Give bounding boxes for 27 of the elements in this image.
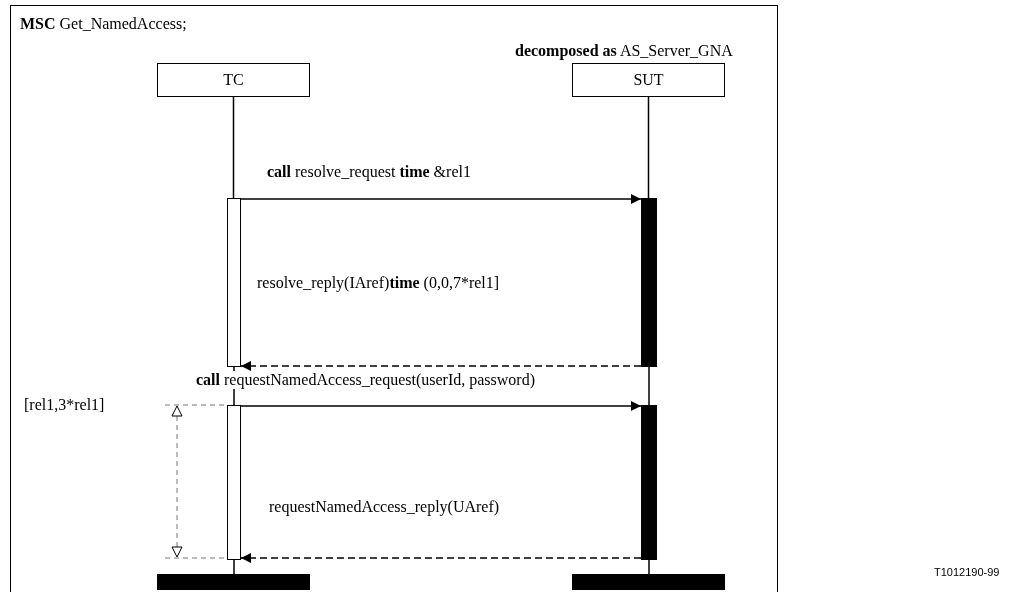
lifeline	[647, 96, 650, 199]
instance-name: TC	[223, 71, 244, 89]
instance-end-bar	[572, 574, 725, 590]
lifeline	[648, 559, 650, 575]
lifeline	[648, 366, 650, 406]
edge-label: resolve_reply(IAref)time (0,0,7*rel1]	[256, 274, 501, 292]
reply-arrow	[240, 361, 642, 371]
message-arrow	[240, 194, 642, 204]
figure-number: T1012190-99	[934, 566, 1000, 578]
activation-bar	[641, 198, 657, 367]
message-arrow	[240, 401, 642, 411]
interval-label: [rel1,3*rel1]	[24, 396, 105, 414]
instance-name: SUT	[633, 71, 664, 89]
reply-arrow	[240, 553, 642, 563]
lifeline	[233, 559, 235, 575]
edge-label: call resolve_request time &rel1	[266, 163, 472, 181]
diagram-title: MSC Get_NamedAccess;	[20, 15, 187, 33]
lifeline	[232, 96, 235, 199]
activation-box	[227, 198, 241, 367]
edge-label: requestNamedAccess_reply(UAref)	[268, 498, 501, 516]
activation-box	[227, 405, 241, 560]
activation-bar	[641, 405, 657, 560]
edge-label: call requestNamedAccess_request(userId, password)	[195, 371, 536, 389]
instance-head	[572, 63, 725, 97]
decomposition-note: decomposed as AS_Server_GNA	[515, 42, 733, 60]
instance-head	[157, 63, 310, 97]
instance-end-bar	[157, 574, 310, 590]
